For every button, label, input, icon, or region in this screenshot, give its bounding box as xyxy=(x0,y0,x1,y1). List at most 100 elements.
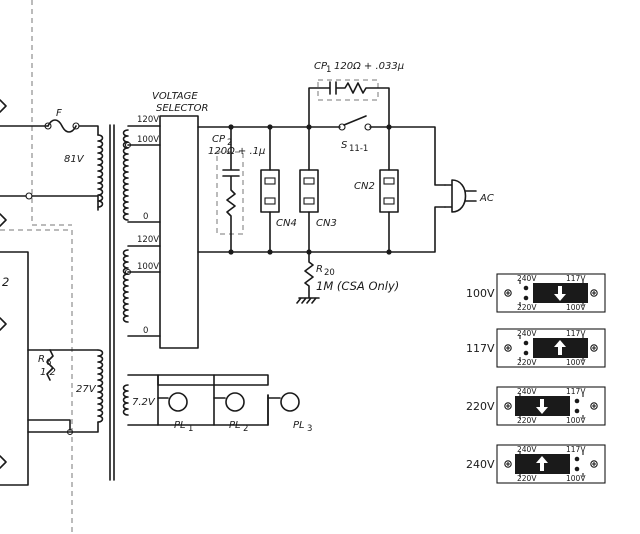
r20-resistor-ground xyxy=(296,251,320,304)
selector-wires-2 xyxy=(127,245,161,337)
plate-brackets xyxy=(519,280,584,306)
setting-plate xyxy=(496,328,606,368)
setting-plate xyxy=(496,444,606,484)
mounting-hole-cross xyxy=(506,404,510,408)
r20-label: R xyxy=(316,264,323,275)
r20-value: 1M (CSA Only) xyxy=(316,279,399,293)
secondary-27v-label: 27V xyxy=(76,384,97,395)
transformer-72v-coil xyxy=(122,384,129,416)
plate-voltage-label: 100V xyxy=(566,474,586,483)
terminal-primary-bottom xyxy=(25,192,33,200)
primary-voltage-label: 81V xyxy=(64,154,85,165)
plate-voltage-label: 240V xyxy=(517,329,537,338)
mounting-hole xyxy=(504,344,512,352)
wire-fuse-to-primary xyxy=(78,125,99,136)
pl3-label: PL xyxy=(293,420,305,431)
cn3-slot-top xyxy=(303,177,315,185)
plate-voltage-label: 100V xyxy=(566,303,586,312)
terminal-dot xyxy=(574,408,580,414)
bus-bottom xyxy=(197,206,446,253)
mounting-hole-cross xyxy=(592,404,596,408)
terminal-dot xyxy=(574,456,580,462)
terminal-dot xyxy=(523,350,529,356)
plate-voltage-label: 220V xyxy=(517,303,537,312)
cp1-network xyxy=(308,81,390,128)
cn4-label: CN4 xyxy=(276,218,297,229)
ac-plug xyxy=(444,179,477,213)
cn2-connector xyxy=(379,169,399,213)
fuse-symbol xyxy=(47,119,77,133)
r6-subscript: 6 xyxy=(46,358,51,368)
left-board-outline xyxy=(0,251,29,486)
terminal-dot xyxy=(523,340,529,346)
voltage-setting-4: 240V 240V 117V 220V 100V xyxy=(466,444,606,484)
plate-voltage-label: 220V xyxy=(517,358,537,367)
wire-to-primary-bottom xyxy=(31,195,99,211)
arrow-up-icon xyxy=(536,456,548,471)
lamp-branches xyxy=(157,374,269,426)
transformer-core xyxy=(109,124,115,481)
voltage-settings-group: 100V 240V 117V 220V 100V 117V 240V 117V 220V 100V… xyxy=(466,273,606,484)
cp1-subscript: 1 xyxy=(326,65,331,75)
plate-voltage-label: 117V xyxy=(566,329,586,338)
dashed-enclosure-top xyxy=(31,0,72,226)
switch-terminal-2 xyxy=(364,123,372,131)
cn3-connector xyxy=(299,169,319,213)
terminal-dot xyxy=(523,285,529,291)
pl2-subscript: 2 xyxy=(243,424,248,434)
terminal-27v xyxy=(66,428,74,436)
wire-27v xyxy=(27,349,99,433)
pilot-lamp-3 xyxy=(280,392,300,412)
arrow-down-icon xyxy=(536,399,548,414)
plate-brackets xyxy=(519,451,584,477)
terminal-dot xyxy=(574,466,580,472)
mounting-hole-cross xyxy=(592,291,596,295)
mounting-hole-cross xyxy=(506,346,510,350)
fuse-label: F xyxy=(56,108,62,119)
plate-voltage-label: 220V xyxy=(517,416,537,425)
cp2-label: CP xyxy=(212,134,226,145)
arrow-down-icon xyxy=(554,286,566,301)
mounting-hole xyxy=(590,344,598,352)
setting-plate xyxy=(496,386,606,426)
cp1-value: 120Ω + .033μ xyxy=(334,61,404,72)
r20-subscript: 20 xyxy=(324,268,335,278)
mounting-hole xyxy=(590,289,598,297)
terminal-dot xyxy=(574,398,580,404)
plate-voltage-label: 220V xyxy=(517,474,537,483)
arrow-mark-4 xyxy=(0,455,7,469)
plate-voltage-label: 240V xyxy=(517,387,537,396)
tap-100v-label-1: 100V xyxy=(137,135,159,145)
cn4-slot-bottom xyxy=(264,197,276,205)
cn3-label: CN3 xyxy=(316,218,337,229)
mounting-hole xyxy=(590,460,598,468)
transformer-secondary-coil-2 xyxy=(122,249,129,323)
pl1-subscript: 1 xyxy=(188,424,193,434)
cp1-label: CP xyxy=(314,61,328,72)
arrow-mark-2 xyxy=(0,213,7,227)
plate-voltage-label: 117V xyxy=(566,445,586,454)
cn2-label: CN2 xyxy=(354,181,375,192)
setting-voltage-label: 240V xyxy=(466,458,495,471)
mounting-hole-cross xyxy=(592,346,596,350)
resistor-r6 xyxy=(46,349,54,381)
plate-voltage-label: 240V xyxy=(517,445,537,454)
mounting-hole-cross xyxy=(506,291,510,295)
switch-label: S xyxy=(341,140,348,151)
plate-brackets xyxy=(519,393,584,419)
setting-plate xyxy=(496,273,606,313)
r6-value: 1.2 xyxy=(40,367,56,378)
dashed-enclosure-bottom xyxy=(0,229,73,534)
plate-voltage-label: 100V xyxy=(566,358,586,367)
pilot-lamp-1 xyxy=(168,392,188,412)
pilot-lamp-2 xyxy=(225,392,245,412)
setting-voltage-label: 100V xyxy=(466,287,495,300)
tap-0-label-2: 0 xyxy=(143,326,148,336)
cp1-dashed-box xyxy=(317,79,379,101)
tap-100v-label-2: 100V xyxy=(137,262,159,272)
cn3-slot-bottom xyxy=(303,197,315,205)
plate-voltage-label: 117V xyxy=(566,387,586,396)
r6-label: R xyxy=(38,354,45,365)
transformer-secondary-coil-1 xyxy=(122,129,129,221)
